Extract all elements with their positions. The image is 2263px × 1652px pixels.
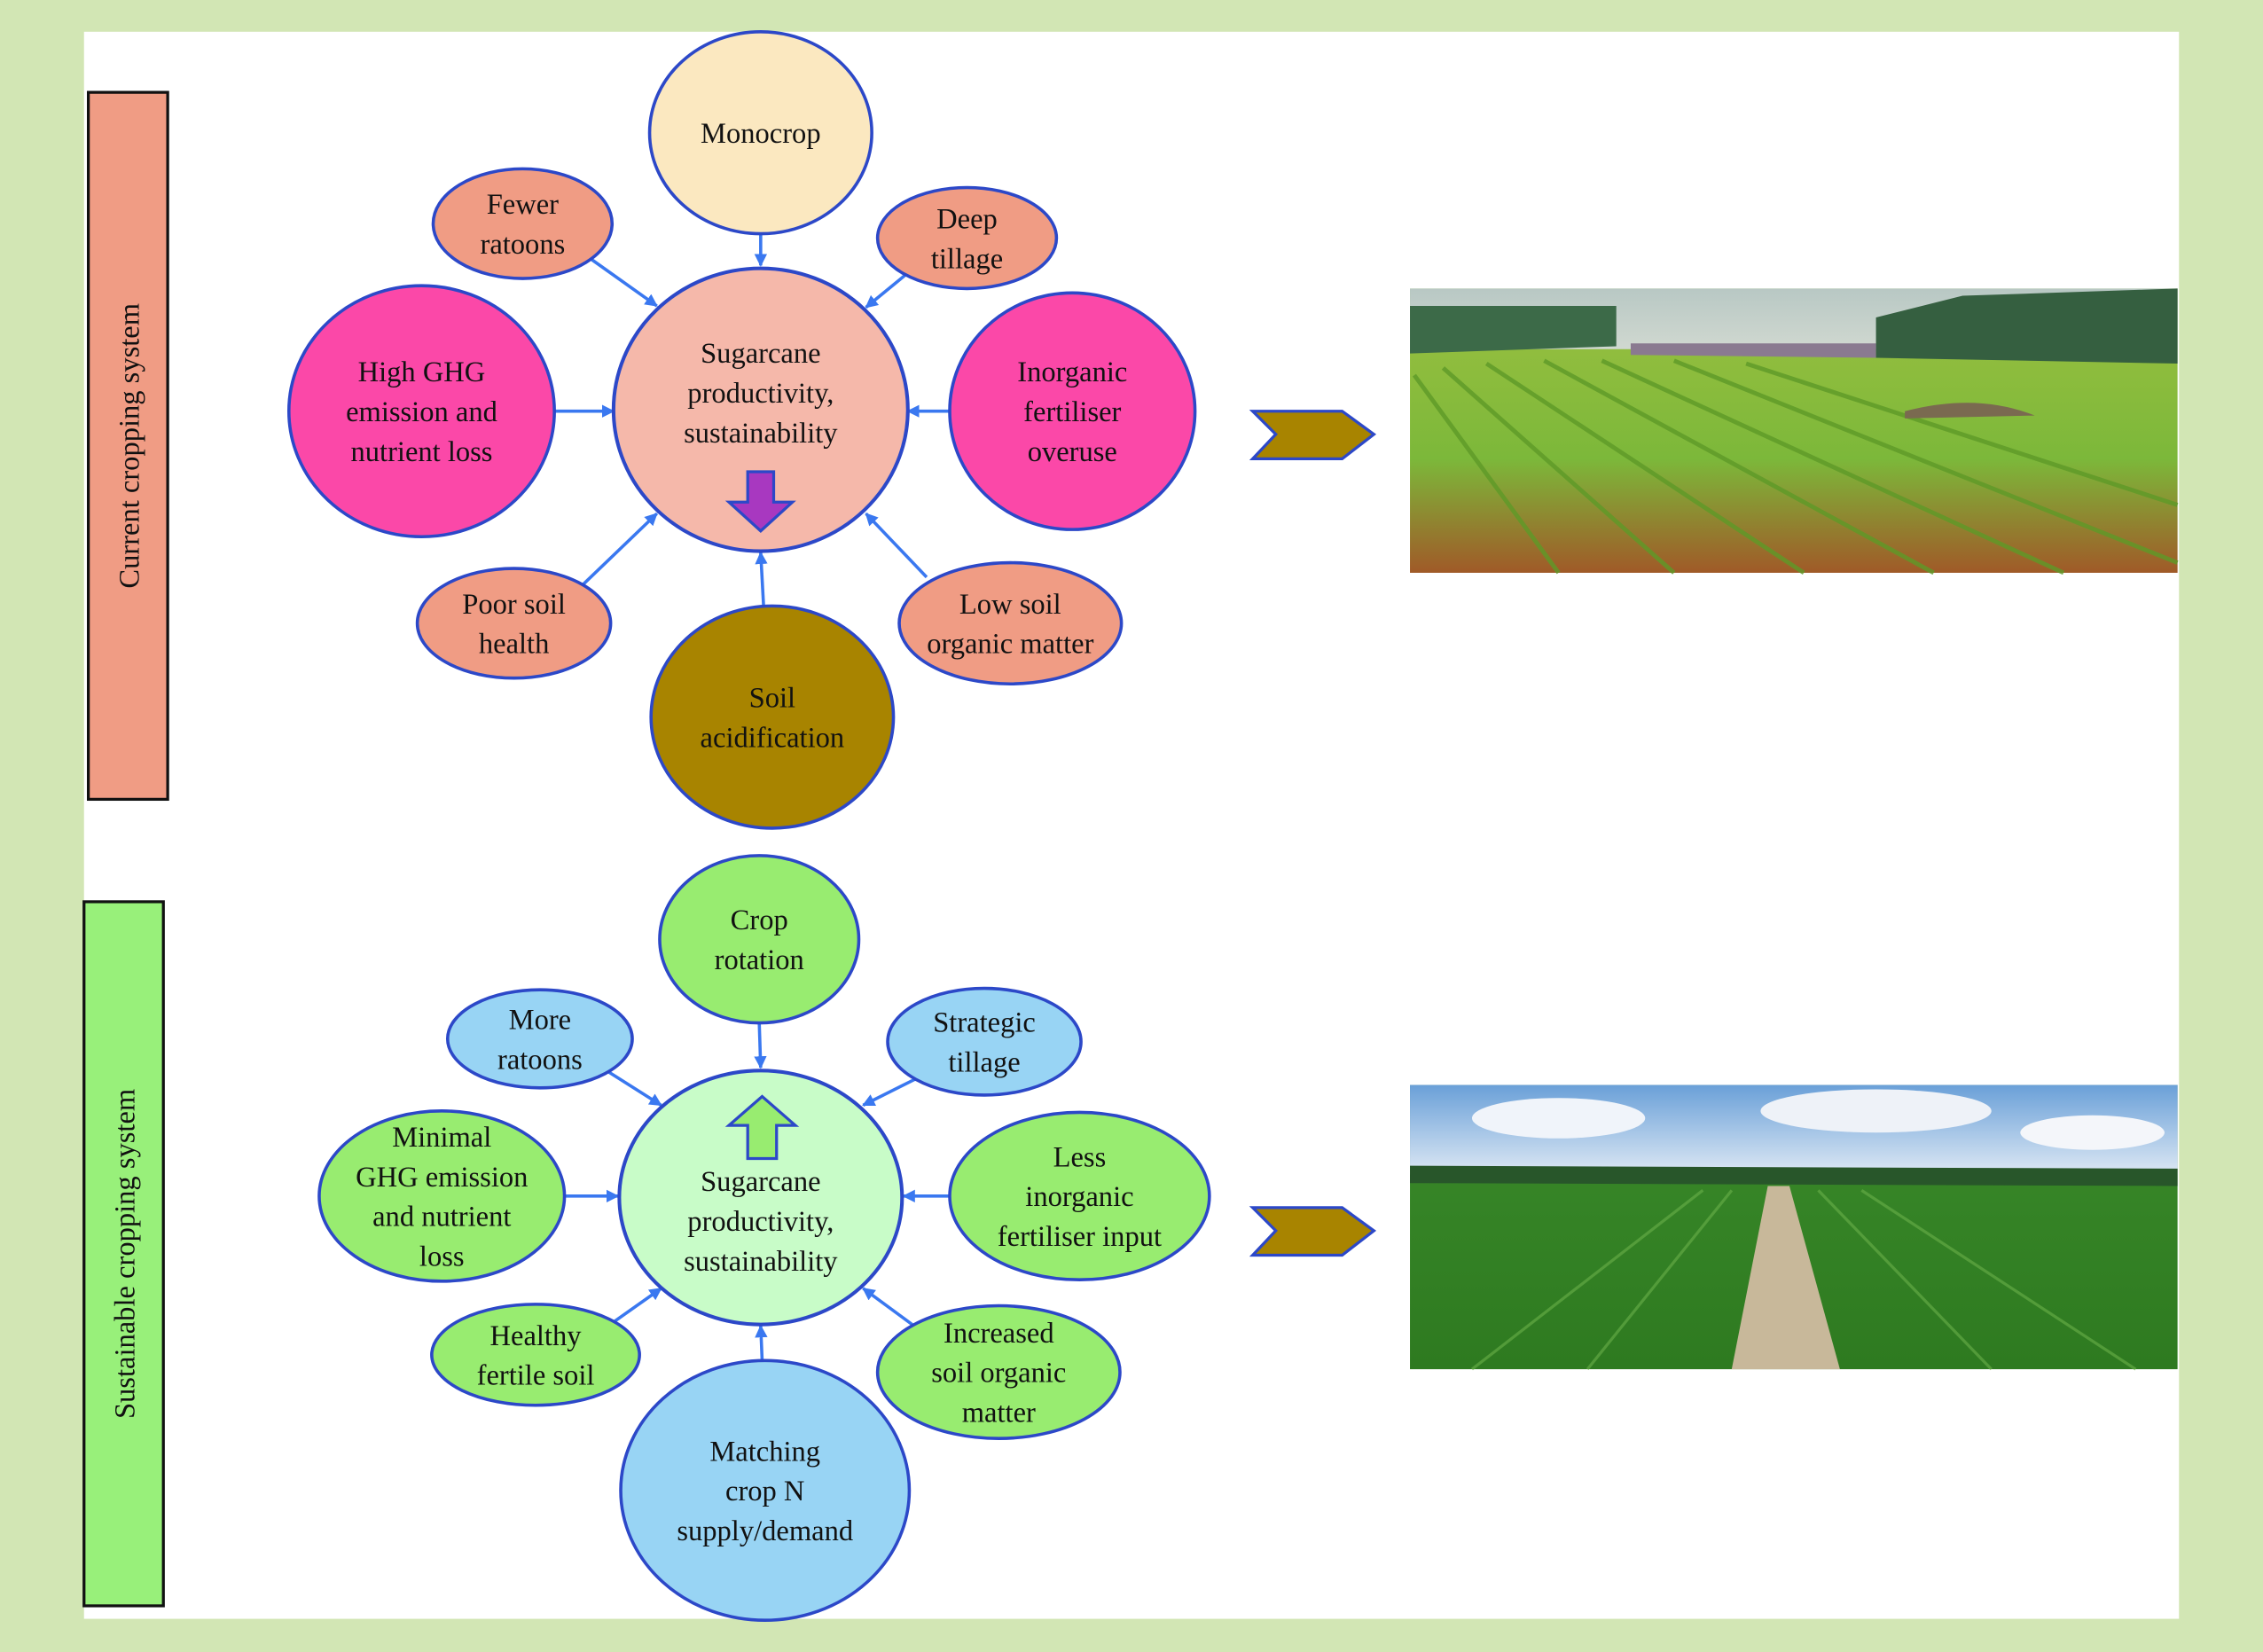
arrow-soil-acid [755, 551, 768, 607]
arrow-more-ratoons [605, 1069, 662, 1107]
side-label-current: Current cropping system [86, 90, 169, 802]
field-photo-current [1410, 288, 2179, 575]
field-photo-sustainable [1410, 1084, 2178, 1371]
arrow-matching-n [755, 1324, 768, 1361]
node-monocrop: Monocrop [647, 30, 873, 236]
arrow-low-som [865, 513, 928, 579]
figure-panel [83, 31, 2180, 1619]
svg-text:Current cropping system: Current cropping system [114, 303, 146, 589]
arrow-fewer-ratoons [591, 258, 658, 308]
chevron-arrow-sustainable [1249, 1206, 1377, 1257]
svg-text:Sustainable cropping system: Sustainable cropping system [110, 1089, 142, 1419]
increase-arrow-icon [724, 1094, 800, 1161]
node-label: Monocrop [701, 118, 821, 150]
arrow-crop-rotation [754, 1022, 767, 1069]
chevron-arrow-current [1249, 410, 1377, 461]
arrow-poor-soil [582, 512, 658, 586]
arrow-healthy-soil [611, 1287, 662, 1325]
arrow-increased-som [862, 1287, 913, 1327]
side-label-sustainable: Sustainable cropping system [82, 900, 165, 1608]
arrow-deep-tillage [865, 272, 908, 309]
arrow-strategic-tillage [862, 1077, 916, 1107]
decrease-arrow-icon [724, 470, 796, 533]
